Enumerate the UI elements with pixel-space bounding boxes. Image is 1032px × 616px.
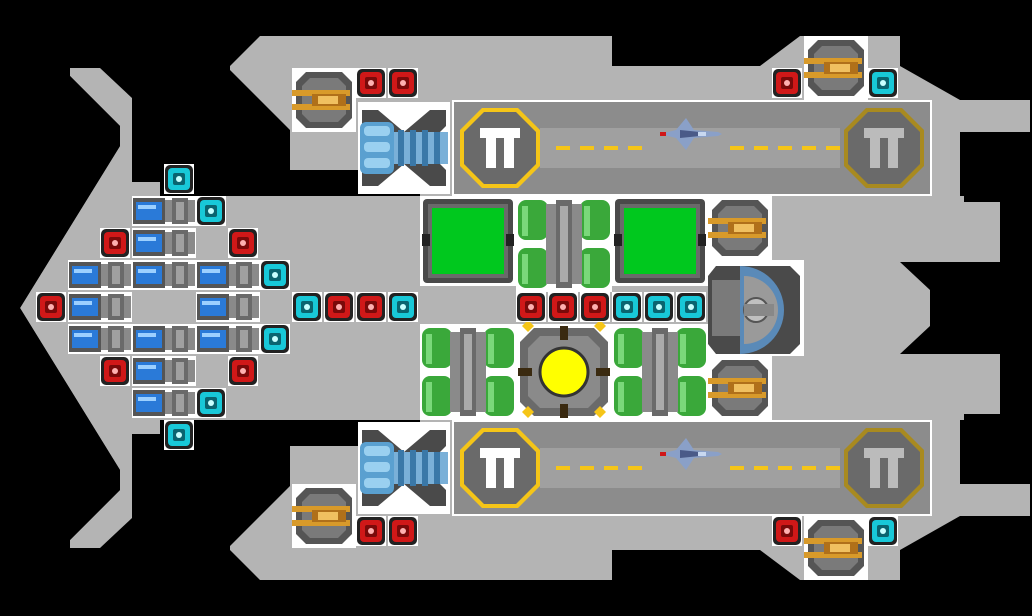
tank-icon[interactable] bbox=[516, 196, 612, 292]
turret-icon[interactable] bbox=[708, 356, 772, 420]
blue-cell-icon[interactable] bbox=[68, 292, 132, 322]
turret-icon[interactable] bbox=[804, 36, 868, 100]
red-module-icon[interactable] bbox=[324, 292, 354, 322]
hangar-bottom[interactable] bbox=[452, 420, 932, 516]
cyan-module-icon[interactable] bbox=[260, 260, 290, 290]
blue-cell-icon[interactable] bbox=[132, 356, 196, 386]
cyan-module-icon[interactable] bbox=[388, 292, 418, 322]
cyan-module-icon[interactable] bbox=[164, 420, 194, 450]
landing-pad-icon[interactable] bbox=[844, 108, 924, 188]
blue-cell-icon[interactable] bbox=[68, 260, 132, 290]
cyan-module-icon[interactable] bbox=[868, 68, 898, 98]
turret-icon[interactable] bbox=[804, 516, 868, 580]
red-module-icon[interactable] bbox=[772, 516, 802, 546]
tank-icon[interactable] bbox=[612, 324, 708, 420]
cyan-module-icon[interactable] bbox=[292, 292, 322, 322]
blue-cell-icon[interactable] bbox=[132, 324, 196, 354]
red-module-icon[interactable] bbox=[516, 292, 546, 322]
turret-icon[interactable] bbox=[708, 196, 772, 260]
red-module-icon[interactable] bbox=[548, 292, 578, 322]
red-module-icon[interactable] bbox=[100, 356, 130, 386]
red-module-icon[interactable] bbox=[580, 292, 610, 322]
landing-pad-icon[interactable] bbox=[460, 108, 540, 188]
red-module-icon[interactable] bbox=[356, 516, 386, 546]
shield-panel-icon[interactable] bbox=[420, 196, 516, 286]
blue-cell-icon[interactable] bbox=[196, 260, 260, 290]
blue-cell-icon[interactable] bbox=[196, 324, 260, 354]
blue-cell-icon[interactable] bbox=[132, 388, 196, 418]
engine-icon[interactable] bbox=[358, 422, 450, 514]
runway-stripe bbox=[556, 146, 840, 150]
dome-icon[interactable] bbox=[708, 260, 804, 356]
red-module-icon[interactable] bbox=[388, 68, 418, 98]
landing-pad-icon[interactable] bbox=[844, 428, 924, 508]
cyan-module-icon[interactable] bbox=[868, 516, 898, 546]
red-module-icon[interactable] bbox=[772, 68, 802, 98]
blue-cell-icon[interactable] bbox=[132, 260, 196, 290]
red-module-icon[interactable] bbox=[100, 228, 130, 258]
red-module-icon[interactable] bbox=[356, 68, 386, 98]
red-module-icon[interactable] bbox=[228, 356, 258, 386]
turret-icon[interactable] bbox=[292, 484, 356, 548]
blue-cell-icon[interactable] bbox=[132, 228, 196, 258]
turret-icon[interactable] bbox=[292, 68, 356, 132]
blue-cell-icon[interactable] bbox=[68, 324, 132, 354]
tank-icon[interactable] bbox=[420, 324, 516, 420]
cyan-module-icon[interactable] bbox=[260, 324, 290, 354]
red-module-icon[interactable] bbox=[36, 292, 66, 322]
hangar-top[interactable] bbox=[452, 100, 932, 196]
red-module-icon[interactable] bbox=[388, 516, 418, 546]
blue-cell-icon[interactable] bbox=[132, 196, 196, 226]
cyan-module-icon[interactable] bbox=[644, 292, 674, 322]
red-module-icon[interactable] bbox=[228, 228, 258, 258]
landing-pad-icon[interactable] bbox=[460, 428, 540, 508]
cyan-module-icon[interactable] bbox=[612, 292, 642, 322]
cyan-module-icon[interactable] bbox=[164, 164, 194, 194]
cyan-module-icon[interactable] bbox=[676, 292, 706, 322]
shield-panel-icon[interactable] bbox=[612, 196, 708, 286]
runway-stripe bbox=[556, 466, 840, 470]
engine-icon[interactable] bbox=[358, 102, 450, 194]
blue-cell-icon[interactable] bbox=[196, 292, 260, 322]
reactor-icon[interactable] bbox=[516, 320, 612, 420]
cyan-module-icon[interactable] bbox=[196, 196, 226, 226]
red-module-icon[interactable] bbox=[356, 292, 386, 322]
cyan-module-icon[interactable] bbox=[196, 388, 226, 418]
